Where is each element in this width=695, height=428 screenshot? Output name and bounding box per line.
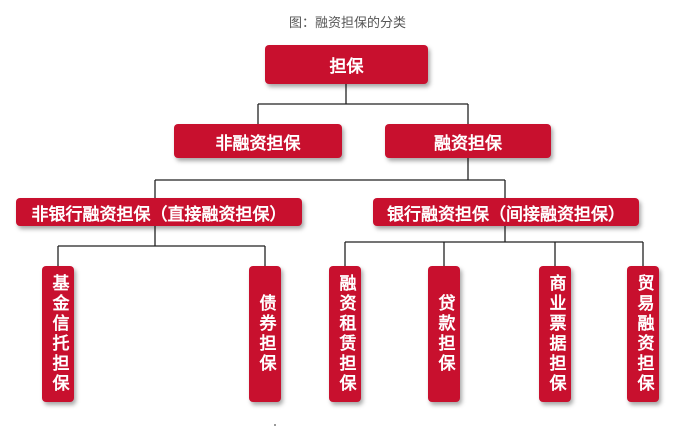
node-non-bank-financing-label: 非银行融资担保（直接融资担保）	[31, 204, 287, 225]
stray-dot	[274, 424, 276, 426]
leaf-fund-trust-label: 基金信托担保	[48, 274, 69, 394]
leaf-leasing: 融资租赁担保	[329, 266, 361, 402]
leaf-bond: 债券担保	[249, 266, 281, 402]
node-bank-financing: 银行融资担保（间接融资担保）	[373, 198, 639, 226]
leaf-loan-label: 贷款担保	[434, 294, 455, 374]
node-financing-label: 融资担保	[434, 133, 502, 154]
leaf-commercial-bill: 商业票据担保	[539, 266, 571, 402]
node-root-label: 担保	[329, 57, 364, 77]
diagram-caption: 图：融资担保的分类	[288, 16, 406, 31]
node-bank-financing-label: 银行融资担保（间接融资担保）	[387, 204, 625, 225]
leaf-fund-trust: 基金信托担保	[42, 266, 74, 402]
leaf-commercial-bill-label: 商业票据担保	[545, 274, 566, 394]
leaf-trade-finance: 贸易融资担保	[627, 266, 659, 402]
node-financing: 融资担保	[385, 124, 551, 158]
leaf-trade-finance-label: 贸易融资担保	[633, 274, 654, 394]
leaf-loan: 贷款担保	[428, 266, 460, 402]
node-root: 担保	[265, 45, 428, 84]
node-non-bank-financing: 非银行融资担保（直接融资担保）	[16, 198, 302, 226]
leaf-bond-label: 债券担保	[255, 294, 276, 374]
node-non-financing: 非融资担保	[174, 124, 342, 158]
leaf-leasing-label: 融资租赁担保	[335, 274, 356, 394]
node-non-financing-label: 非融资担保	[215, 133, 301, 154]
